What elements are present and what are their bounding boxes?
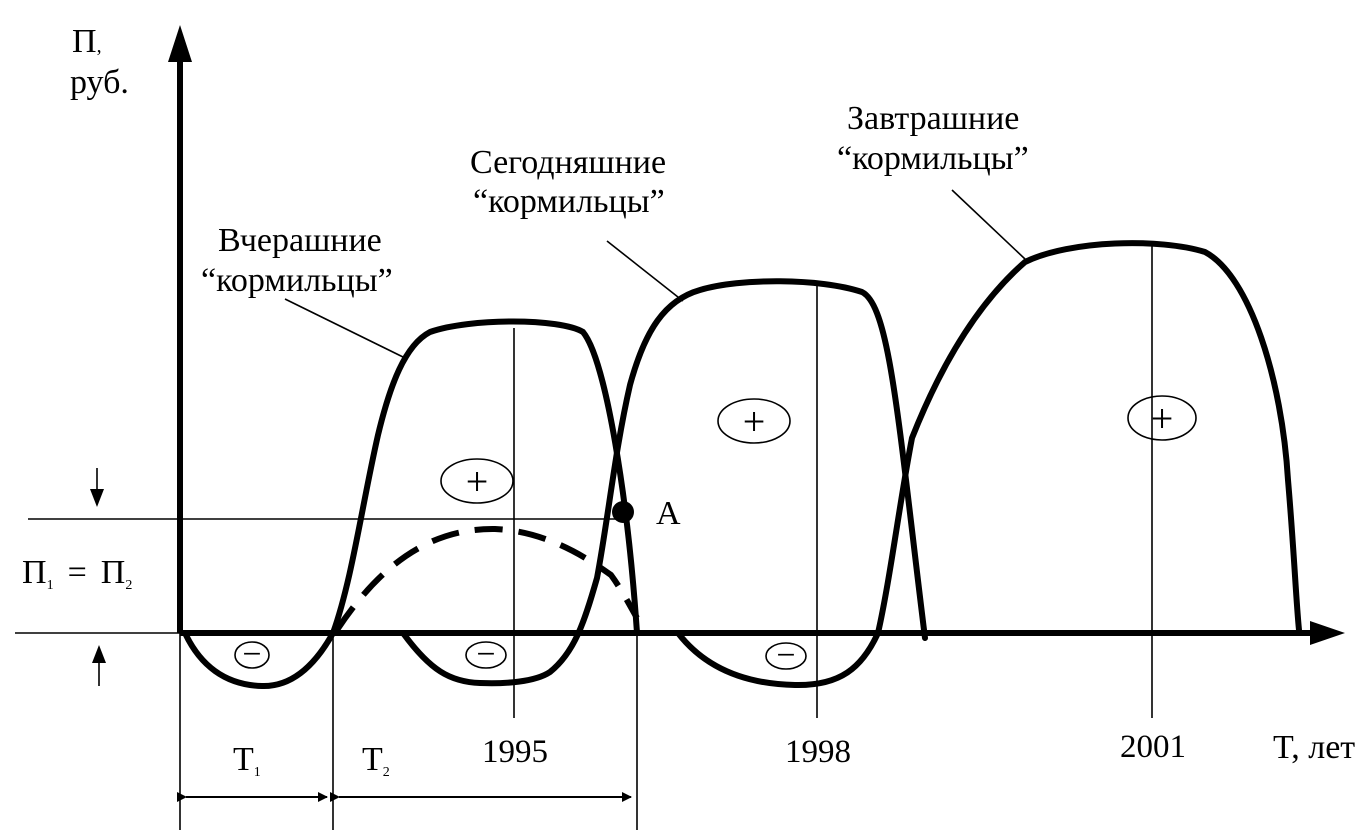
minus-sign-curve1-outline <box>234 641 270 669</box>
label-today-line1: Сегодняшние <box>470 144 666 181</box>
x-axis-arrowhead <box>1310 621 1345 645</box>
breakeven-marker-top-arrow <box>90 489 104 507</box>
label-tomorrow-line1: Завтрашние <box>847 100 1019 137</box>
year-2001-label: 2001 <box>1120 729 1186 765</box>
leader-tomorrow <box>951 189 1026 260</box>
label-today-line2: “кормильцы” <box>473 183 665 220</box>
minus-sign-curve3-outline <box>765 642 807 670</box>
plus-sign-curve2-outline <box>717 398 791 444</box>
period-t2-label: T2 <box>362 741 390 780</box>
plus-sign-curve2: + <box>743 399 766 444</box>
dashed-profit-curve <box>334 525 640 632</box>
plus-sign-curve3-outline <box>1127 395 1197 441</box>
breakeven-label: П1=П2 <box>22 554 132 593</box>
y-axis-unit: руб. <box>70 64 129 101</box>
year-1995-label: 1995 <box>482 734 548 770</box>
point-a-marker <box>612 501 634 523</box>
curve-tomorrow <box>875 240 1302 636</box>
point-a-label: A <box>656 495 681 532</box>
leader-today <box>606 240 684 302</box>
label-tomorrow-line2: “кормильцы” <box>837 140 1029 177</box>
x-axis-label: T, лет <box>1273 729 1355 766</box>
label-yesterday-line2: “кормильцы” <box>201 262 393 299</box>
minus-sign-curve2: − <box>476 636 495 673</box>
minus-sign-curve3: − <box>776 637 795 674</box>
y-axis-label: П, <box>72 23 102 60</box>
minus-sign-curve2-outline <box>465 641 507 669</box>
curve-today-tail <box>675 630 881 689</box>
breakeven-marker-bottom-arrow <box>92 645 106 663</box>
minus-sign-curve1: − <box>242 636 261 673</box>
year-1998-label: 1998 <box>785 734 851 770</box>
plus-sign-curve1-outline <box>440 458 514 504</box>
curve-today <box>400 278 928 687</box>
leader-yesterday <box>284 298 404 358</box>
y-axis-arrowhead <box>168 25 192 62</box>
curve-yesterday <box>182 318 640 690</box>
label-yesterday-line1: Вчерашние <box>218 222 382 259</box>
plus-sign-curve3: + <box>1151 396 1174 441</box>
plus-sign-curve1: + <box>466 459 489 504</box>
period-t1-label: T1 <box>233 741 261 780</box>
